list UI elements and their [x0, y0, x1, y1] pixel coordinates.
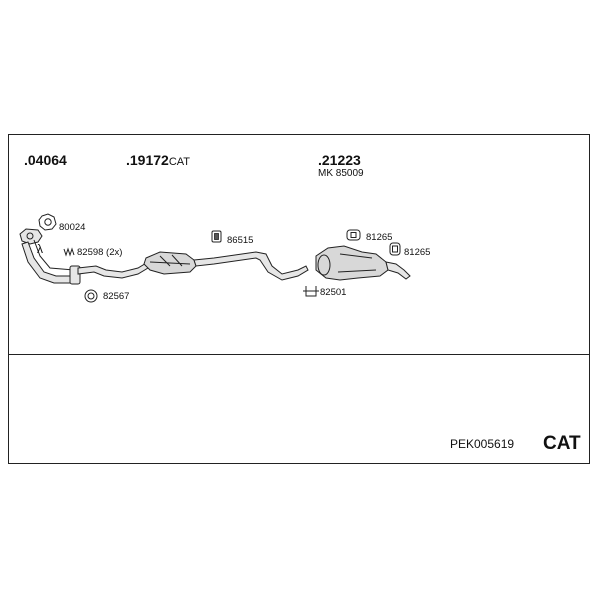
diagram-frame	[8, 134, 590, 464]
label-spring-82598: 82598 (2x)	[77, 247, 123, 258]
clamp-icon	[346, 229, 401, 256]
footer-divider	[8, 354, 590, 355]
gasket-icon	[38, 213, 57, 231]
part-number-catalytic-converter: .19172CAT	[126, 153, 190, 169]
clip-icon	[303, 286, 319, 297]
label-clamp-81265-b: 81265	[404, 247, 431, 258]
part-number-front-pipe: .04064	[24, 152, 67, 168]
part-number-cat-suffix: CAT	[168, 156, 191, 168]
rubber-mount-icon	[211, 230, 222, 243]
category-label: CAT	[543, 433, 581, 454]
label-mount-86515: 86515	[227, 235, 254, 246]
catalytic-converter-icon	[77, 251, 309, 281]
label-ring-82567: 82567	[103, 291, 130, 302]
part-number-rear-silencer: .21223	[318, 152, 361, 168]
rear-silencer-icon	[315, 245, 411, 281]
label-clamp-81265-a: 81265	[366, 232, 393, 243]
spring-icon	[63, 247, 75, 257]
label-gasket-80024: 80024	[59, 222, 86, 233]
part-subnumber-rear-silencer: MK 85009	[318, 168, 364, 179]
ring-icon	[84, 289, 98, 303]
reference-number: PEK005619	[450, 437, 515, 451]
part-number-cat-main: .19172	[126, 152, 169, 168]
front-pipe-icon	[19, 228, 81, 285]
label-lambda: λ	[37, 242, 43, 256]
label-clip-82501: 82501	[320, 287, 347, 298]
